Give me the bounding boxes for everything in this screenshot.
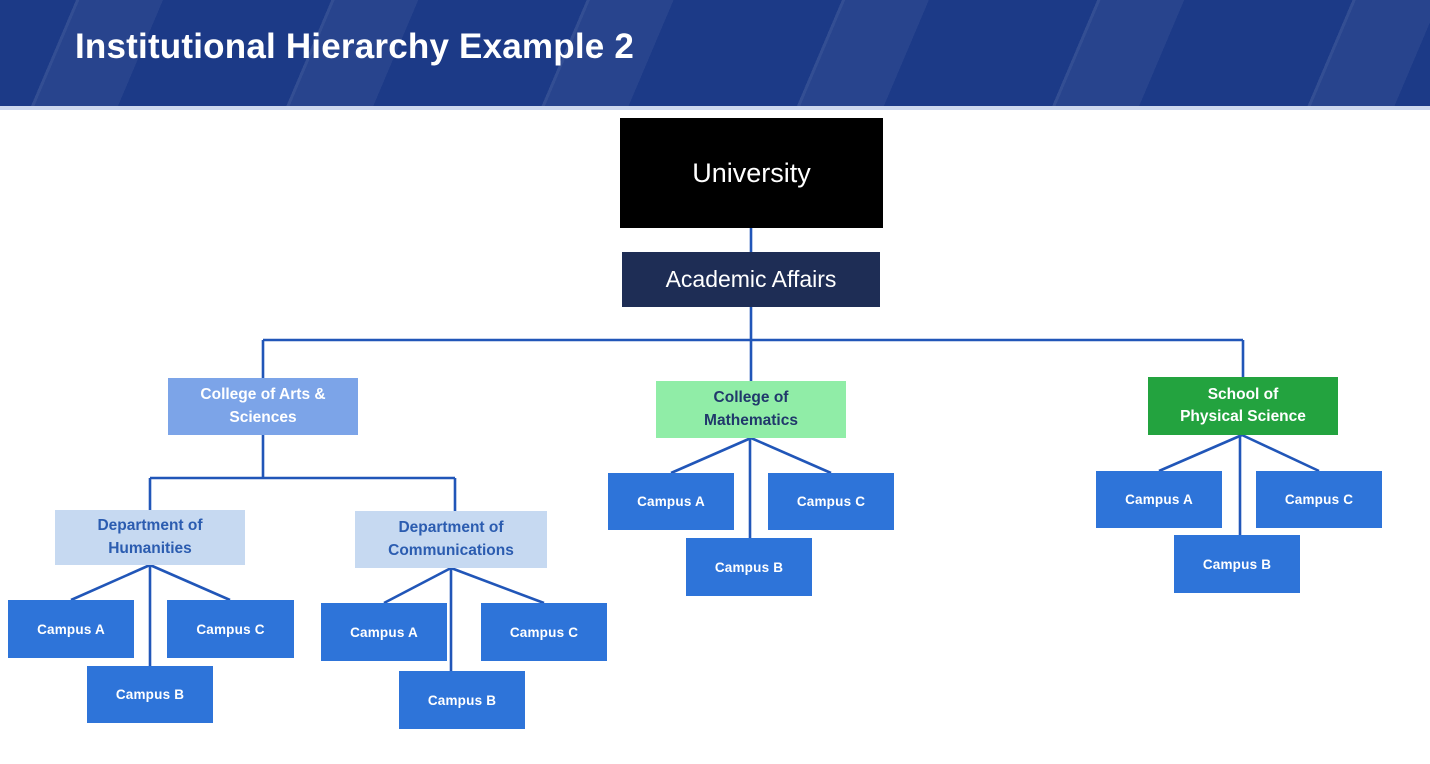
page-title: Institutional Hierarchy Example 2: [75, 27, 634, 66]
node-mathematics-campus-a: Campus A: [608, 473, 734, 530]
node-dept-communications: Department of Communications: [355, 511, 547, 568]
node-humanities-campus-b: Campus B: [87, 666, 213, 723]
node-humanities-campus-a: Campus A: [8, 600, 134, 658]
connector-mathematics-campus-c: [750, 436, 832, 475]
node-academic-affairs: Academic Affairs: [622, 252, 880, 307]
node-school-physical-science: School of Physical Science: [1148, 377, 1338, 435]
node-physical-campus-c: Campus C: [1256, 471, 1382, 528]
connector-communications-campus-a: [383, 566, 452, 605]
header-banner: Institutional Hierarchy Example 2: [0, 0, 1430, 110]
connector-humanities-campus-a: [70, 563, 151, 602]
connector-humanities-campus-c: [149, 563, 231, 602]
node-mathematics-campus-c: Campus C: [768, 473, 894, 530]
node-university: University: [620, 118, 883, 228]
connector-communications-campus-c: [450, 566, 545, 605]
connector-mathematics-campus-a: [670, 436, 752, 475]
node-college-mathematics: College of Mathematics: [656, 381, 846, 438]
node-humanities-campus-c: Campus C: [167, 600, 294, 658]
node-communications-campus-c: Campus C: [481, 603, 607, 661]
node-physical-campus-a: Campus A: [1096, 471, 1222, 528]
connector-physical-campus-a: [1158, 433, 1243, 473]
node-communications-campus-b: Campus B: [399, 671, 525, 729]
node-dept-humanities: Department of Humanities: [55, 510, 245, 565]
node-college-arts-sciences: College of Arts & Sciences: [168, 378, 358, 435]
node-communications-campus-a: Campus A: [321, 603, 447, 661]
node-mathematics-campus-b: Campus B: [686, 538, 812, 596]
node-physical-campus-b: Campus B: [1174, 535, 1300, 593]
connector-physical-campus-c: [1241, 433, 1320, 473]
